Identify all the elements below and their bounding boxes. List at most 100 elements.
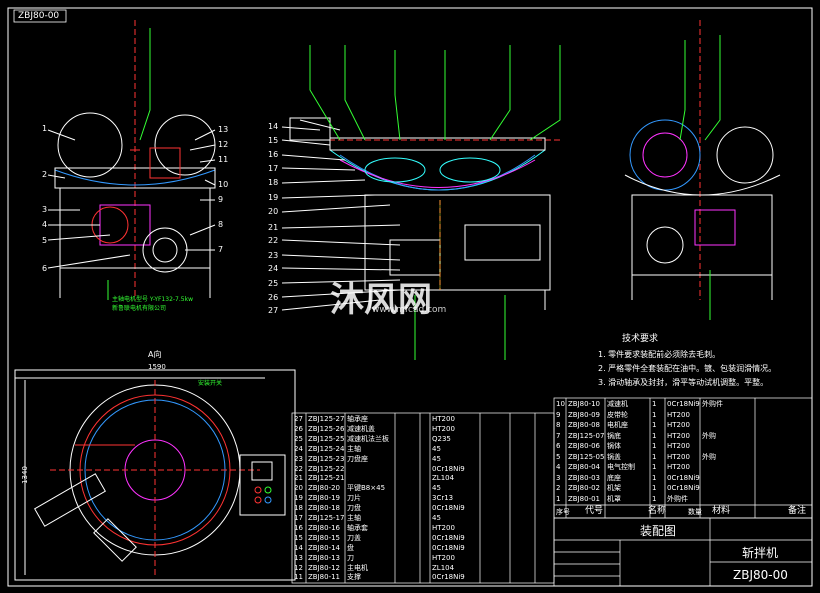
parts-left-cell: 减速机法兰板 (347, 434, 389, 443)
drawing-number-tag-box (13, 9, 67, 23)
parts-left-cell: 刀盘 (347, 504, 361, 513)
parts-left-cell: ZBJ80-11 (308, 573, 341, 582)
callout-2: 2 (42, 170, 48, 179)
parts-left-cell: ZBJ125-24 (308, 444, 345, 453)
parts-left-cell: 主电机 (347, 563, 368, 572)
parts-left-cell: 15 (294, 533, 303, 542)
parts-left-cell: 45 (432, 444, 441, 453)
parts-left-cell: ZBJ80-12 (308, 563, 341, 572)
parts-right-cell: 外购 (702, 452, 716, 461)
parts-left-cell: ZBJ80-18 (308, 504, 341, 513)
motor-note: 主轴电机型号 Y-YF132-7.5kw (112, 296, 193, 303)
parts-right-cell: 机罩 (607, 494, 621, 503)
parts-left-cell: HT200 (432, 424, 455, 433)
callout-23: 23 (268, 251, 279, 260)
header-seq: 序号 (556, 508, 570, 516)
parts-right-cell: 外购件 (667, 494, 688, 503)
parts-left-cell: ZBJ80-16 (308, 523, 341, 532)
parts-right-cell: HT200 (667, 452, 690, 461)
parts-left-cell: HT200 (432, 523, 455, 532)
parts-right-cell: 1 (556, 494, 561, 503)
top-view (14, 369, 296, 581)
parts-left-cell: 27 (294, 415, 303, 423)
header-qty: 数量 (688, 508, 702, 516)
parts-right-cell: 1 (652, 410, 657, 419)
callout-18: 18 (268, 178, 279, 187)
callout-16: 16 (268, 150, 279, 159)
parts-right-cell: 1 (652, 463, 657, 471)
header-remark: 备注 (788, 506, 807, 516)
parts-right-cell: 电机座 (607, 421, 628, 429)
parts-left-cell: 12 (294, 563, 303, 572)
parts-left-cell: 26 (294, 424, 303, 433)
parts-right-cell: 5 (556, 452, 561, 461)
callout-3: 3 (42, 205, 48, 214)
parts-left-cell: 21 (294, 474, 303, 483)
parts-right-cell: ZBJ80-02 (568, 484, 601, 492)
parts-left-cell: ZBJ125-17 (308, 514, 345, 522)
parts-left-cell: 17 (294, 514, 303, 522)
callout-12: 12 (218, 140, 229, 149)
right-side-view (624, 20, 781, 320)
callout-25: 25 (268, 279, 279, 288)
parts-left-cell: ZBJ125-22 (308, 464, 345, 473)
callout-24: 24 (268, 264, 279, 273)
callout-15: 15 (268, 136, 279, 145)
callout-26: 26 (268, 293, 279, 302)
parts-left-cell: 减速机盖 (347, 424, 375, 433)
parts-left-cell: 盘 (347, 543, 354, 552)
parts-right-cell: 1 (652, 442, 657, 450)
parts-right-cell: 0Cr18Ni9 (667, 400, 700, 408)
callout-11: 11 (218, 155, 229, 164)
parts-left-cell: 16 (294, 523, 303, 532)
parts-left-cell: ZBJ125-21 (308, 474, 345, 483)
top-view-tag: 安装开关 (198, 380, 223, 387)
parts-left-cell: HT200 (432, 415, 455, 423)
parts-right-cell: ZBJ80-03 (568, 473, 601, 482)
title-product: 斩拌机 (742, 546, 779, 560)
parts-left-cell: 支撑 (347, 573, 361, 582)
parts-right-cell: 锅体 (607, 442, 621, 450)
parts-right-cell: 0Cr18Ni9 (667, 484, 700, 492)
parts-right-cell: 减速机 (607, 400, 628, 408)
parts-right-cell: ZBJ125-05 (568, 452, 605, 461)
parts-left-cell: ZL104 (432, 474, 455, 483)
parts-left-cell: Q235 (432, 434, 451, 443)
top-view-dim-2: 1340 (20, 466, 29, 484)
parts-right-cell: 8 (556, 421, 561, 429)
parts-right-cell: 锅盖 (607, 452, 621, 461)
parts-right-cell: ZBJ80-04 (568, 463, 601, 471)
parts-right-cell: HT200 (667, 463, 690, 471)
parts-right-cell: 2 (556, 484, 561, 492)
watermark-url: www.mfcad.com (372, 305, 447, 315)
callout-7: 7 (218, 245, 224, 254)
parts-left-cell: 0Cr18Ni9 (432, 504, 465, 513)
parts-left-cell: 主轴 (347, 444, 361, 453)
callout-8: 8 (218, 220, 224, 229)
parts-left-cell: 0Cr18Ni9 (432, 543, 465, 552)
parts-left-cell: 3Cr13 (432, 494, 454, 503)
parts-left-cell: HT200 (432, 553, 455, 562)
callout-1: 1 (42, 124, 48, 133)
callout-14: 14 (268, 122, 279, 131)
title-drawing-no: ZBJ80-00 (733, 568, 788, 582)
parts-left-cell: ZBJ125-23 (308, 454, 345, 463)
parts-right-cell: 锅底 (607, 431, 621, 440)
parts-left-cell: 22 (294, 464, 303, 473)
callout-20: 20 (268, 207, 279, 216)
parts-right-cell: 1 (652, 452, 657, 461)
parts-left-cell: ZBJ80-19 (308, 494, 341, 503)
parts-right-cell: ZBJ80-10 (568, 400, 601, 408)
parts-left-cell: 轴承套 (347, 523, 368, 532)
parts-table-right-grid (553, 397, 813, 587)
parts-left-cell: 45 (432, 484, 441, 493)
parts-right-cell: HT200 (667, 421, 690, 429)
parts-right-cell: 1 (652, 473, 657, 482)
parts-left-cell: 23 (294, 454, 303, 463)
parts-left-cell: 45 (432, 454, 441, 463)
left-side-view (47, 20, 216, 300)
parts-right-cell: HT200 (667, 431, 690, 440)
parts-left-cell: ZBJ80-15 (308, 533, 341, 542)
notes-title: 技术要求 (622, 334, 659, 344)
